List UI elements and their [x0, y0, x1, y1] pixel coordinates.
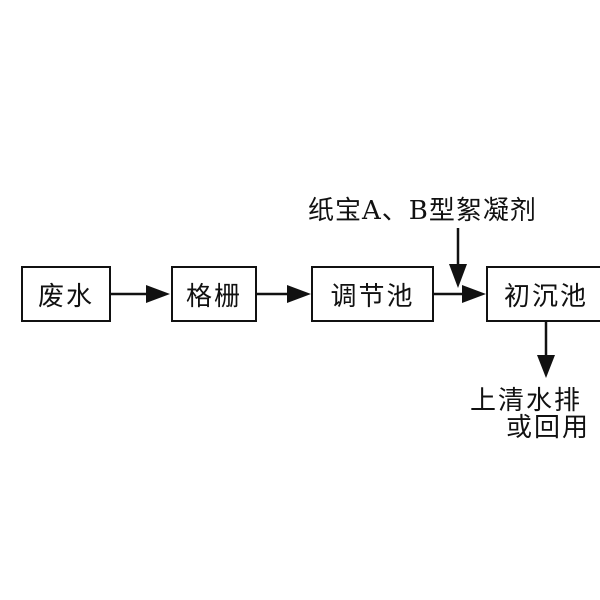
arrowhead-wastewater-to-grille	[146, 285, 170, 303]
node-primary-sedimentation-tank: 初沉池	[486, 266, 600, 322]
node-regulating-tank: 调节池	[311, 266, 434, 322]
node-grille: 格栅	[171, 266, 257, 322]
arrowhead-grille-to-regulating-tank	[287, 285, 311, 303]
node-primary-sedimentation-tank-label: 初沉池	[504, 281, 589, 312]
node-regulating-tank-label: 调节池	[330, 281, 415, 312]
supernatant-output-label-line1: 上清水排	[470, 386, 583, 416]
flocculant-input-label: 纸宝A、B型絮凝剂	[308, 196, 537, 226]
supernatant-output-label-line2: 或回用	[506, 413, 591, 443]
node-wastewater: 废水	[21, 266, 111, 322]
node-wastewater-label: 废水	[37, 281, 94, 312]
arrowhead-regulating-tank-to-primary-tank	[462, 285, 486, 303]
arrowhead-flocculant-dosing	[449, 264, 467, 288]
node-grille-label: 格栅	[185, 281, 242, 312]
arrowhead-primary-tank-to-supernatant	[537, 355, 555, 378]
